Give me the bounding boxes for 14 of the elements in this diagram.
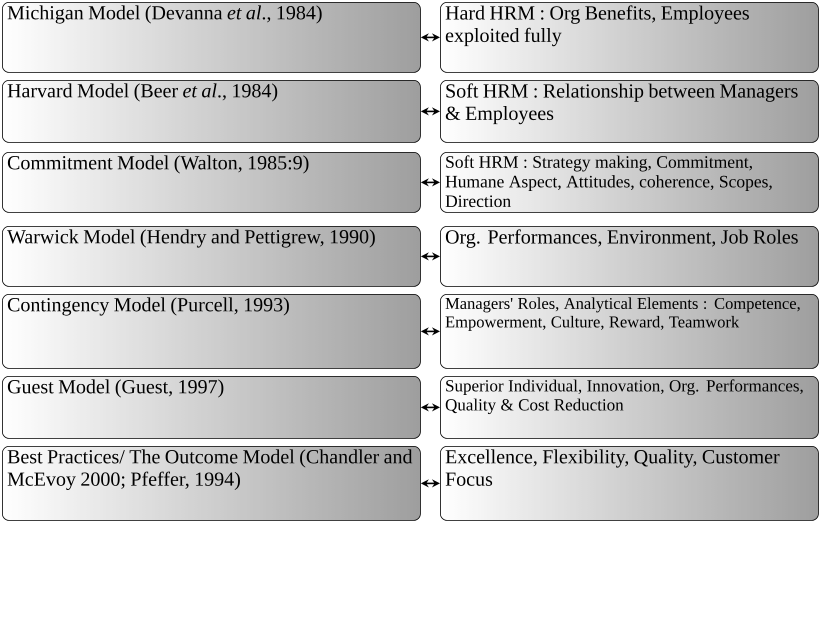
- focus-box: Hard HRM : Org Benefits, Employees exploited fully: [440, 2, 819, 73]
- focus-box: Superior Individual, Innovation, Org. Performances, Quality & Cost Reduction: [440, 376, 819, 439]
- model-box: Best Practices/ The Outcome Model (Chandler and McEvoy 2000; Pfeffer, 1994): [2, 446, 421, 521]
- focus-box: Soft HRM : Strategy making, Commitment, Humane Aspect, Attitudes, coherence, Scopes, Direction: [440, 152, 819, 213]
- focus-box: Excellence, Flexibility, Quality, Customer Focus: [440, 446, 819, 521]
- model-box: Commitment Model (Walton, 1985:9): [2, 152, 421, 213]
- focus-box: Org. Performances, Environment, Job Roles: [440, 226, 819, 287]
- model-box: Guest Model (Guest, 1997): [2, 376, 421, 439]
- model-box: Warwick Model (Hendry and Pettigrew, 1990): [2, 226, 421, 287]
- model-box: Harvard Model (Beer et al., 1984): [2, 80, 421, 143]
- focus-box: Managers' Roles, Analytical Elements : Competence, Empowerment, Culture, Reward, Teamwork: [440, 294, 819, 369]
- model-box: Contingency Model (Purcell, 1993): [2, 294, 421, 369]
- model-box: Michigan Model (Devanna et al., 1984): [2, 2, 421, 73]
- focus-box: Soft HRM : Relationship between Managers & Employees: [440, 80, 819, 143]
